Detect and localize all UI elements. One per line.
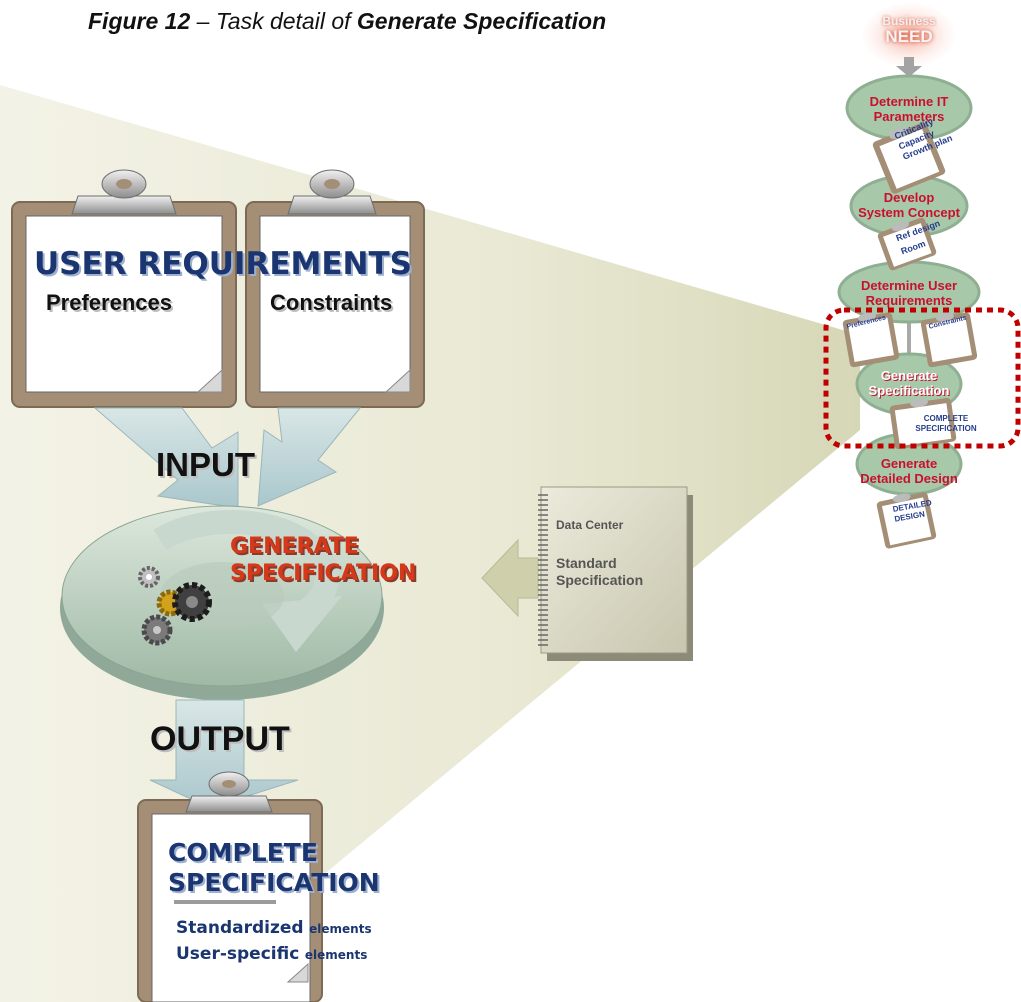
flow-step-3-line1: Determine User: [860, 278, 958, 293]
flow-step-2-line1: Develop: [883, 190, 935, 205]
constraints-label: Constraints: [270, 290, 393, 315]
complete-spec-title-line1: COMPLETE: [168, 838, 318, 867]
flow-step-3-line2: Requirements: [865, 293, 953, 308]
standardized-suffix: elements: [309, 922, 372, 936]
figure-caption: Figure 12 – Task detail of Generate Spec…: [88, 8, 606, 35]
output-arrow: [149, 699, 299, 809]
flow-step-4: Generate Specification: [859, 368, 959, 398]
need-label: NEED: [885, 27, 933, 46]
standardized-label: Standardized: [176, 918, 304, 938]
user-requirements-heading: USER REQUIREMENTS: [34, 246, 412, 282]
flow-step-1: Determine IT Parameters: [849, 94, 969, 124]
clip-complete-spec-text: COMPLETE SPECIFICATION: [903, 414, 989, 434]
caption-title: Generate Specification: [356, 8, 607, 34]
clip-complete-line1: COMPLETE: [923, 414, 969, 423]
process-title-line1: GENERATE: [230, 534, 359, 559]
process-oval: [60, 505, 384, 700]
current-step-highlight: [823, 307, 1021, 449]
input-arrow-right: [257, 407, 362, 507]
process-title-line2: SPECIFICATION: [230, 561, 417, 586]
constraints-clipboard: [245, 169, 425, 408]
flow-step-2-line2: System Concept: [858, 205, 960, 220]
caption-separator: – Task detail of: [190, 8, 357, 34]
figure-number: Figure 12: [88, 8, 191, 34]
flow-step-5: Generate Detailed Design: [849, 456, 969, 486]
user-specific-elements-row: User-specific elements: [176, 944, 367, 964]
user-specific-suffix: elements: [304, 948, 368, 962]
complete-spec-clipboard: [137, 771, 323, 1002]
notebook-line1: Data Center: [556, 518, 624, 532]
business-label: Business: [882, 14, 936, 28]
flow-step-2: Develop System Concept: [849, 190, 969, 220]
input-arrow-left: [93, 407, 239, 509]
input-label: INPUT: [156, 446, 255, 483]
flow-step-5-line2: Detailed Design: [860, 471, 958, 486]
notebook-line3: Specification: [556, 572, 644, 588]
flow-step-4-line1: Generate: [880, 368, 938, 383]
gears-icon: [138, 566, 212, 646]
preferences-label: Preferences: [46, 290, 172, 315]
flow-step-3: Determine User Requirements: [839, 278, 979, 308]
standard-spec-arrow: [481, 538, 539, 618]
preferences-clipboard: [11, 169, 237, 408]
notebook-line2: Standard: [556, 555, 617, 571]
flow-step-5-line1: Generate: [880, 456, 938, 471]
complete-spec-title-line2: SPECIFICATION: [168, 868, 380, 897]
standardized-elements-row: Standardized elements: [176, 918, 372, 938]
standard-spec-notebook: [538, 486, 693, 661]
flow-column: [837, 3, 981, 549]
flow-step-4-line2: Specification: [868, 383, 950, 398]
clip-complete-line2: SPECIFICATION: [915, 424, 977, 433]
flow-step-1-line1: Determine IT: [869, 94, 949, 109]
user-specific-label: User-specific: [176, 944, 300, 964]
output-label: OUTPUT: [150, 720, 290, 758]
flow-step-1-line2: Parameters: [873, 109, 945, 124]
